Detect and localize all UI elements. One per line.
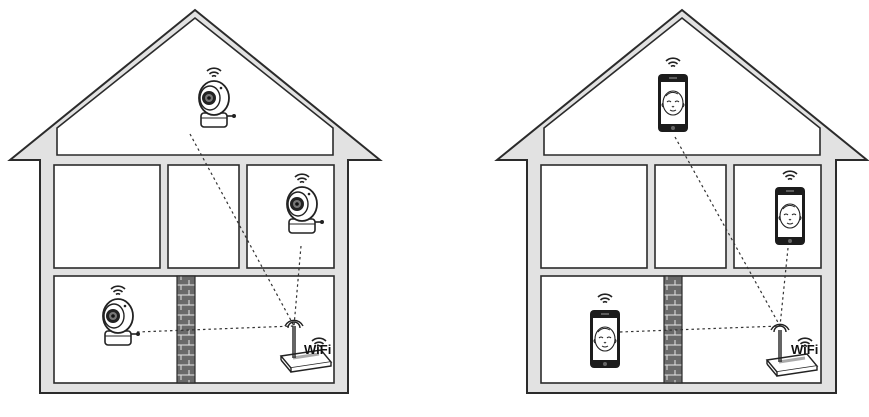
- right-signal-lines: [619, 136, 789, 333]
- left-brick-wall: [176, 275, 196, 384]
- left-room-2: [167, 164, 240, 269]
- left-signal-lines: [136, 133, 302, 333]
- right-router-wifi-label: WiFi: [791, 342, 818, 357]
- right-room-1: [540, 164, 648, 269]
- left-room-3: [246, 164, 335, 269]
- left-attic: [56, 16, 334, 156]
- right-brick-wall: [663, 275, 683, 384]
- left-room-1: [53, 164, 161, 269]
- right-house: WiFi: [494, 8, 869, 394]
- left-house: WiFi: [7, 8, 383, 394]
- left-router-wifi-label: WiFi: [304, 342, 331, 357]
- right-room-2: [654, 164, 727, 269]
